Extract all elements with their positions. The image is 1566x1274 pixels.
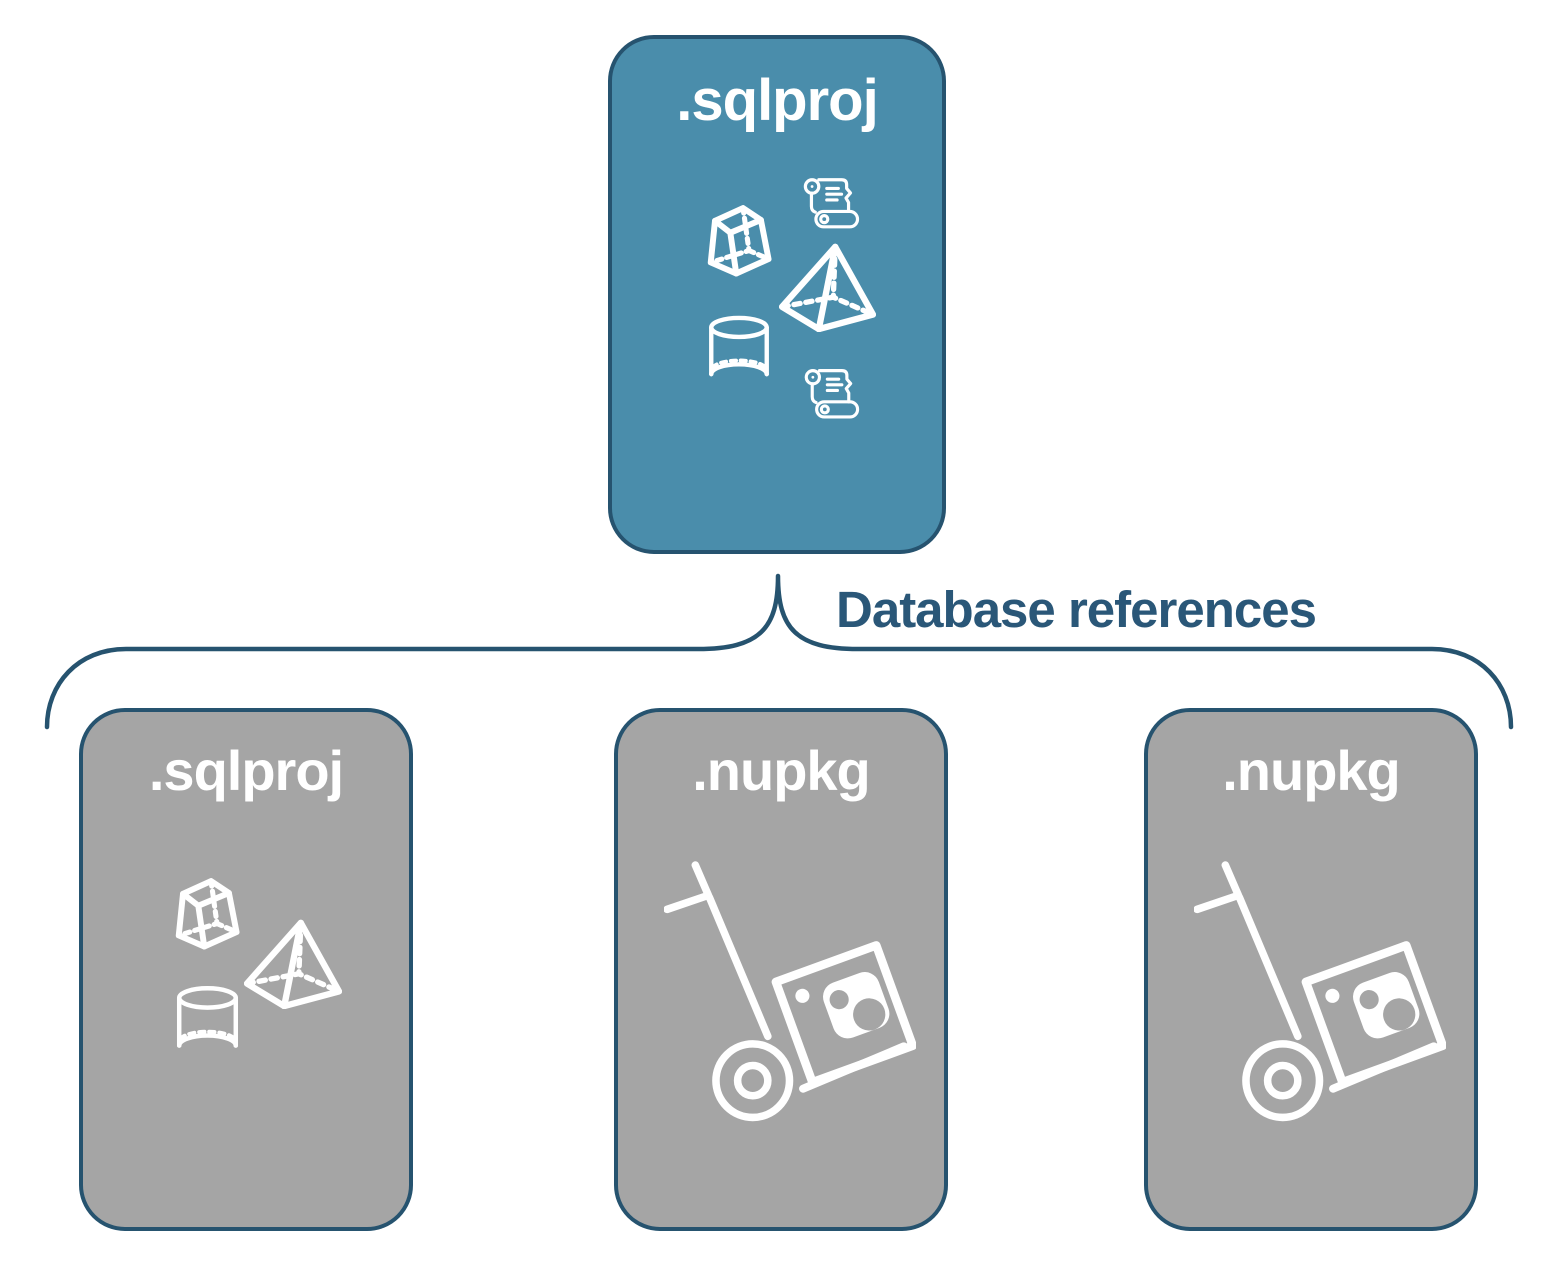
node-label: .sqlproj (676, 68, 878, 133)
pyramid-icon (779, 243, 876, 332)
scroll-icon (798, 173, 862, 232)
node-child-sqlproj: .sqlproj (79, 708, 413, 1231)
cube-icon (698, 197, 783, 282)
node-label: .sqlproj (148, 739, 344, 802)
scroll-icon (799, 364, 862, 422)
cylinder-icon (174, 985, 241, 1060)
node-child-nupkg-2: .nupkg (1144, 708, 1478, 1231)
node-label: .nupkg (692, 739, 871, 802)
hand-truck-package-icon (1194, 857, 1446, 1129)
node-child-nupkg-1: .nupkg (614, 708, 948, 1231)
node-root-sqlproj: .sqlproj (608, 35, 946, 554)
hand-truck-package-icon (664, 857, 916, 1129)
cube-icon (166, 870, 251, 955)
pyramid-icon (244, 919, 342, 1009)
edge-label: Database references (836, 581, 1317, 638)
node-label: .nupkg (1222, 739, 1401, 802)
cylinder-icon (706, 315, 772, 388)
